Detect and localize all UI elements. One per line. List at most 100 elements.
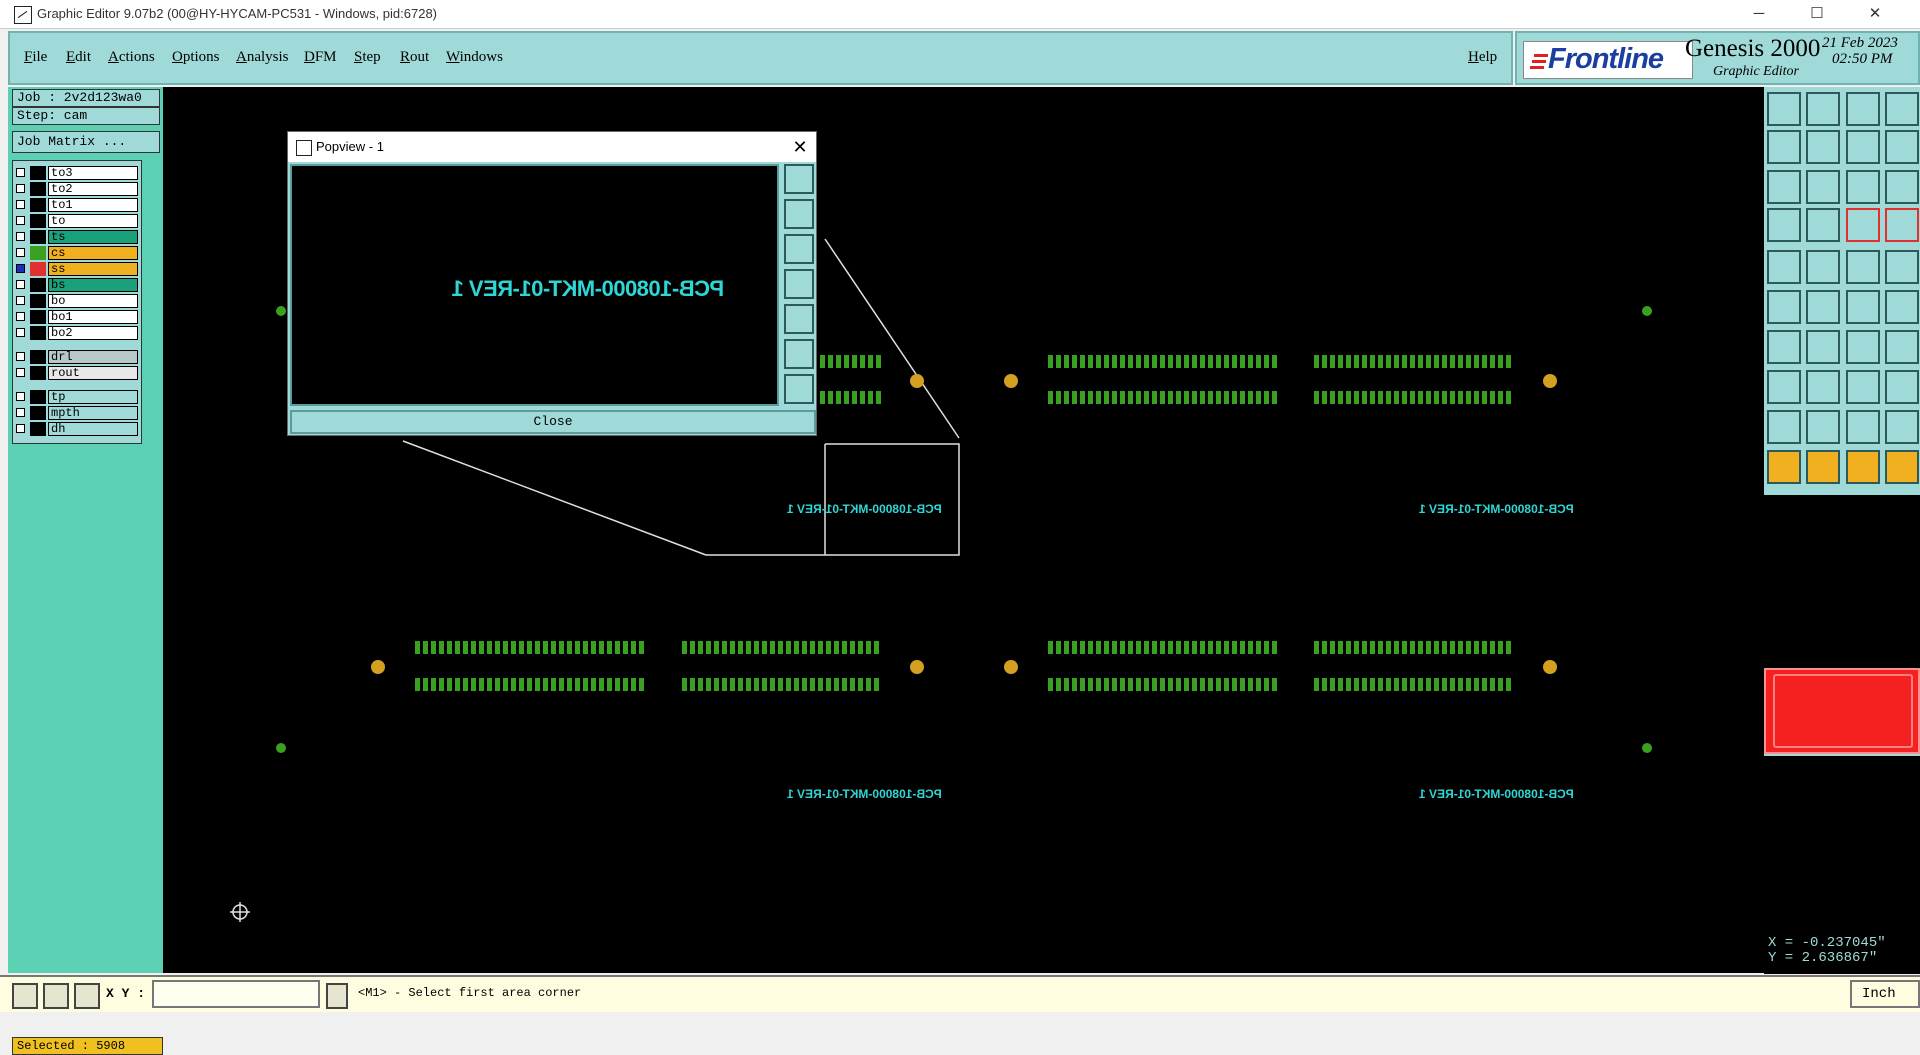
layer-color-indicator[interactable] <box>1764 668 1920 754</box>
fit-window-icon[interactable] <box>1885 92 1919 126</box>
layer-swatch[interactable] <box>30 198 46 212</box>
layer-row-bo[interactable]: bo <box>14 294 140 308</box>
layer-checkbox[interactable] <box>16 232 25 241</box>
menu-file[interactable]: File <box>24 49 48 65</box>
popview-window[interactable]: Popview - 1 ✕ PCB-108000-MKT-01-REV 1 Cl… <box>287 131 817 436</box>
layer-swatch[interactable] <box>30 278 46 292</box>
layer-checkbox[interactable] <box>16 424 25 433</box>
layer-name[interactable]: ss <box>48 262 138 276</box>
layer-name[interactable]: to1 <box>48 198 138 212</box>
layer-row-bo1[interactable]: bo1 <box>14 310 140 324</box>
select-icon[interactable] <box>1806 450 1840 484</box>
select-point-icon[interactable] <box>1767 370 1801 404</box>
layer-swatch[interactable] <box>30 350 46 364</box>
layer-swatch[interactable] <box>30 262 46 276</box>
redraw-icon[interactable] <box>1846 130 1880 164</box>
layer-row-dh[interactable]: dh <box>14 422 140 436</box>
menu-analysis[interactable]: Analysis <box>236 49 289 65</box>
layer-swatch[interactable] <box>30 246 46 260</box>
font2-icon[interactable] <box>1885 410 1919 444</box>
connect-icon[interactable] <box>1846 290 1880 324</box>
layer-name[interactable]: bo1 <box>48 310 138 324</box>
popview-pan-left-icon[interactable] <box>784 269 814 299</box>
layer-swatch[interactable] <box>30 326 46 340</box>
move-icon[interactable] <box>1885 450 1919 484</box>
menu-actions[interactable]: Actions <box>108 49 155 65</box>
layer-checkbox[interactable] <box>16 352 25 361</box>
layer-name[interactable]: to2 <box>48 182 138 196</box>
layer-checkbox[interactable] <box>16 248 25 257</box>
layer-name[interactable]: ts <box>48 230 138 244</box>
menu-step[interactable]: Step <box>354 49 381 65</box>
polygon-icon[interactable] <box>1767 410 1801 444</box>
layer-name[interactable]: bo2 <box>48 326 138 340</box>
grid-icon[interactable] <box>1806 208 1840 242</box>
pointer-icon[interactable] <box>1767 450 1801 484</box>
layer-row-to[interactable]: to <box>14 214 140 228</box>
minimize-button[interactable]: ─ <box>1753 5 1765 22</box>
job-matrix-button[interactable]: Job Matrix ... <box>12 131 160 153</box>
menu-rout[interactable]: Rout <box>400 49 430 65</box>
layer-checkbox[interactable] <box>16 392 25 401</box>
layer-row-bs[interactable]: bs <box>14 278 140 292</box>
zoom-center-icon[interactable] <box>1806 170 1840 204</box>
layer-name[interactable]: to <box>48 214 138 228</box>
select-area-icon[interactable] <box>1846 450 1880 484</box>
pan-right-icon[interactable] <box>1806 130 1840 164</box>
layer-checkbox[interactable] <box>16 328 25 337</box>
layer-row-mpth[interactable]: mpth <box>14 406 140 420</box>
layer-checkbox[interactable] <box>16 264 25 273</box>
layer-name[interactable]: drl <box>48 350 138 364</box>
angle-icon[interactable] <box>1767 330 1801 364</box>
layer-checkbox[interactable] <box>16 216 25 225</box>
layer-row-drl[interactable]: drl <box>14 350 140 364</box>
menu-edit[interactable]: Edit <box>66 49 92 65</box>
snap-mode-icon[interactable] <box>12 983 38 1009</box>
line-icon[interactable] <box>1806 250 1840 284</box>
pad-icon[interactable] <box>1767 250 1801 284</box>
slash-icon[interactable] <box>1806 330 1840 364</box>
scale-1to1-icon[interactable] <box>1846 170 1880 204</box>
layer-row-tp[interactable]: tp <box>14 390 140 404</box>
route-icon[interactable] <box>1767 208 1801 242</box>
layer-name[interactable]: bo <box>48 294 138 308</box>
popview-fit-icon[interactable] <box>784 339 814 369</box>
layers-icon[interactable] <box>1885 208 1919 242</box>
layer-name[interactable]: dh <box>48 422 138 436</box>
layer-checkbox[interactable] <box>16 312 25 321</box>
layer-row-to3[interactable]: to3 <box>14 166 140 180</box>
layer-checkbox[interactable] <box>16 296 25 305</box>
layer-row-rout[interactable]: rout <box>14 366 140 380</box>
layer-swatch[interactable] <box>30 422 46 436</box>
layer-swatch[interactable] <box>30 406 46 420</box>
text-tool-icon[interactable] <box>1885 330 1919 364</box>
menu-windows[interactable]: Windows <box>446 49 503 65</box>
menu-help[interactable]: Help <box>1468 49 1498 65</box>
layer-row-bo2[interactable]: bo2 <box>14 326 140 340</box>
layer-row-ss[interactable]: ss <box>14 262 140 276</box>
triangle-icon[interactable] <box>1806 410 1840 444</box>
zoom-fit-icon[interactable] <box>1767 170 1801 204</box>
dimension-icon[interactable] <box>1846 370 1880 404</box>
snap-icon[interactable] <box>1846 208 1880 242</box>
layer-checkbox[interactable] <box>16 280 25 289</box>
layer-checkbox[interactable] <box>16 200 25 209</box>
layer-swatch[interactable] <box>30 230 46 244</box>
layer-row-cs[interactable]: cs <box>14 246 140 260</box>
popview-center-icon[interactable] <box>784 374 814 404</box>
layer-swatch[interactable] <box>30 214 46 228</box>
layer-swatch[interactable] <box>30 182 46 196</box>
home-view-icon[interactable] <box>1846 92 1880 126</box>
net-icon[interactable] <box>1767 290 1801 324</box>
layer-checkbox[interactable] <box>16 168 25 177</box>
zoom-out-icon[interactable] <box>1806 92 1840 126</box>
popview-zoom-out-icon[interactable] <box>784 234 814 264</box>
layer-checkbox[interactable] <box>16 184 25 193</box>
maximize-button[interactable]: ☐ <box>1810 5 1824 22</box>
step-icon[interactable] <box>1885 130 1919 164</box>
font-icon[interactable] <box>1846 410 1880 444</box>
layer-row-ts[interactable]: ts <box>14 230 140 244</box>
layer-name[interactable]: bs <box>48 278 138 292</box>
layer-row-to1[interactable]: to1 <box>14 198 140 212</box>
menu-options[interactable]: Options <box>172 49 220 65</box>
